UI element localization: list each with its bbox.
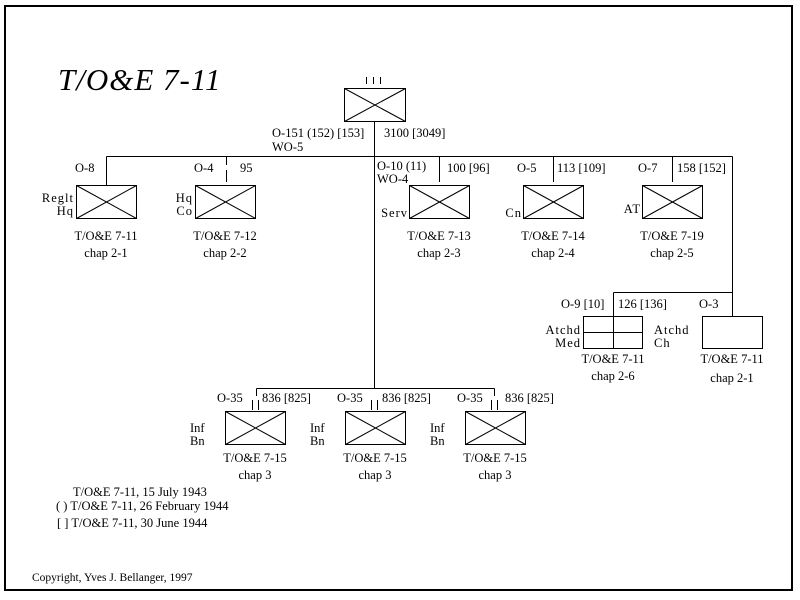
- box-inf-bn-2: [345, 411, 406, 445]
- inf-bn-3-toe: T/O&E 7-15: [463, 451, 527, 465]
- atchd-ch-toe: T/O&E 7-11: [700, 352, 764, 366]
- box-inf-bn-1: [225, 411, 286, 445]
- inf-bn-3-enlisted: 836 [825]: [505, 391, 554, 405]
- regiment-symbol: [344, 77, 406, 122]
- serv-officers: O-10 (11): [377, 159, 427, 173]
- inf-bn-2-chap: chap 3: [358, 468, 392, 482]
- atchd-med-enlisted: 126 [136]: [618, 297, 667, 311]
- inf-bn-3-officers: O-35: [457, 391, 483, 405]
- cn-chap: chap 2-4: [531, 246, 575, 260]
- legend-brackets: [ ] T/O&E 7-11, 30 June 1944: [57, 516, 208, 530]
- serv-warrant: WO-4: [377, 172, 409, 186]
- hq-enlisted: 3100 [3049]: [384, 126, 446, 140]
- copyright-text: Copyright, Yves J. Bellanger, 1997: [32, 572, 193, 584]
- serv-toe: T/O&E 7-13: [407, 229, 471, 243]
- atchd-med-chap: chap 2-6: [591, 369, 635, 383]
- inf-bn-1-officers: O-35: [217, 391, 243, 405]
- inf-bn-1-enlisted: 836 [825]: [262, 391, 311, 405]
- hq-officers: O-151 (152) [153]: [272, 126, 365, 140]
- atchd-med-toe: T/O&E 7-11: [581, 352, 645, 366]
- atchd-ch-chap: chap 2-1: [710, 371, 754, 385]
- box-atchd-med: [583, 316, 643, 349]
- serv-label: Serv: [381, 206, 408, 220]
- hq-warrant: WO-5: [272, 140, 304, 154]
- box-cn: [523, 185, 584, 219]
- box-atchd-ch: [702, 316, 763, 349]
- cn-label: Cn: [505, 206, 522, 220]
- inf-bn-1-chap: chap 3: [238, 468, 272, 482]
- at-label: AT: [623, 202, 641, 216]
- inf-bn-3-chap: chap 3: [478, 468, 512, 482]
- at-chap: chap 2-5: [650, 246, 694, 260]
- inf-bn-2-officers: O-35: [337, 391, 363, 405]
- legend-base: T/O&E 7-11, 15 July 1943: [73, 485, 207, 499]
- legend-parens: ( ) T/O&E 7-11, 26 February 1944: [56, 499, 229, 513]
- reglt-hq-officers: O-8: [75, 161, 95, 175]
- box-reglt-hq: [76, 185, 137, 219]
- page-border: [4, 5, 793, 591]
- inf-bn-1-toe: T/O&E 7-15: [223, 451, 287, 465]
- cn-officers: O-5: [517, 161, 537, 175]
- serv-enlisted: 100 [96]: [447, 161, 490, 175]
- hq-co-chap: chap 2-2: [203, 246, 247, 260]
- cn-enlisted: 113 [109]: [557, 161, 606, 175]
- at-officers: O-7: [638, 161, 658, 175]
- hq-co-enlisted: 95: [240, 161, 253, 175]
- at-enlisted: 158 [152]: [677, 161, 726, 175]
- reglt-hq-toe: T/O&E 7-11: [74, 229, 138, 243]
- cn-toe: T/O&E 7-14: [521, 229, 585, 243]
- hq-co-toe: T/O&E 7-12: [193, 229, 257, 243]
- atchd-med-officers: O-9 [10]: [561, 297, 605, 311]
- serv-chap: chap 2-3: [417, 246, 461, 260]
- box-hq-co: [195, 185, 256, 219]
- inf-bn-2-enlisted: 836 [825]: [382, 391, 431, 405]
- reglt-hq-chap: chap 2-1: [84, 246, 128, 260]
- chart-title: T/O&E 7-11: [58, 62, 222, 97]
- box-serv: [409, 185, 470, 219]
- box-inf-bn-3: [465, 411, 526, 445]
- atchd-ch-officers: O-3: [699, 297, 719, 311]
- box-at: [642, 185, 703, 219]
- hq-co-officers: O-4: [194, 161, 214, 175]
- inf-bn-2-toe: T/O&E 7-15: [343, 451, 407, 465]
- at-toe: T/O&E 7-19: [640, 229, 704, 243]
